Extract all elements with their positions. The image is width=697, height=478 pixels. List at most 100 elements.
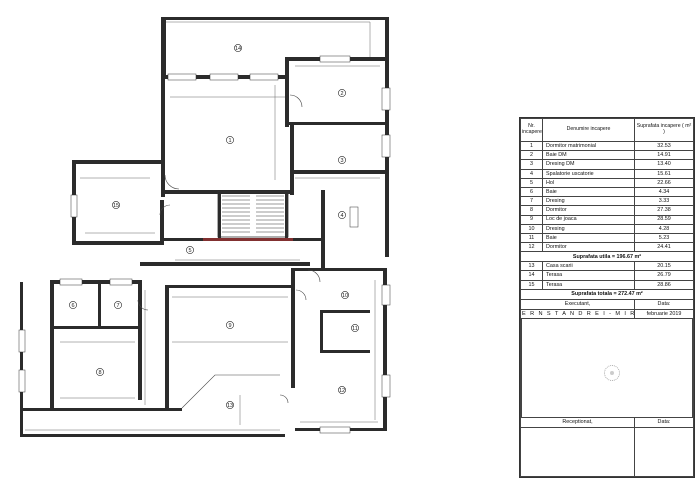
- stamp-seal: [604, 365, 620, 381]
- room-number-label: 7: [116, 303, 119, 309]
- cell-nr: 8: [520, 205, 543, 216]
- room-number-label: 5: [188, 248, 191, 254]
- room-number-label: 1: [228, 138, 231, 144]
- room-number-circle: [226, 401, 234, 409]
- staircase: [217, 191, 289, 240]
- cell-nr: 12: [520, 242, 543, 253]
- cell-nr: 3: [520, 159, 543, 170]
- cell-area: 28.86: [634, 279, 694, 290]
- room-number-label: 4: [340, 213, 343, 219]
- executant-name: E R N S T A N D R E I - M I R C E A: [520, 308, 635, 320]
- cell-name: Baie DM: [542, 150, 635, 161]
- cell-nr: 11: [520, 232, 543, 244]
- room-number-circle: [226, 136, 234, 144]
- cell-area: 28.59: [634, 214, 694, 225]
- receptionat-signature-area: [522, 429, 634, 476]
- room-number-label: 2: [340, 91, 343, 97]
- room-number-circle: [69, 301, 77, 309]
- cell-nr: 5: [520, 177, 543, 188]
- useful-area-total: Suprafata utila = 196.67 m²: [520, 251, 694, 263]
- room-number-label: 10: [342, 293, 348, 299]
- room-number-circle: [96, 368, 104, 376]
- signature-stamp-area: [521, 319, 693, 417]
- cell-name: Dresing: [542, 223, 635, 234]
- cell-nr: 15: [520, 279, 543, 290]
- room-number-label: 8: [98, 370, 101, 376]
- door-arcs: [137, 94, 321, 404]
- cell-area: 4.34: [634, 186, 694, 198]
- cell-name: Casa scarii: [542, 261, 635, 272]
- cell-name: Baie: [542, 232, 635, 244]
- executant-header-row: Executant, Data:: [520, 298, 694, 310]
- dimension-lines: [25, 65, 380, 431]
- windows: [18, 55, 391, 434]
- room-schedule-table: Nr. incapere Denumire incapere Suprafata…: [519, 117, 695, 478]
- cell-area: 22.66: [634, 177, 694, 188]
- room-number-label: 9: [228, 323, 231, 329]
- cell-name: Dormitor: [542, 242, 635, 253]
- cell-area: 20.15: [634, 261, 694, 272]
- room-number-label: 3: [340, 158, 343, 164]
- cell-nr: 1: [520, 140, 543, 152]
- cell-nr: 7: [520, 196, 543, 207]
- cell-name: Dresing DM: [542, 159, 635, 170]
- receptionat-date-area: [636, 429, 693, 476]
- header-name: Denumire incapere: [542, 118, 635, 142]
- cell-name: Terasa: [542, 279, 635, 290]
- room-number-circle: [338, 156, 346, 164]
- receptionat-header-row: Receptionat, Data:: [520, 417, 694, 428]
- cell-area: 4.28: [634, 223, 694, 234]
- cell-nr: 4: [520, 168, 543, 179]
- date-value: februarie 2019: [634, 308, 694, 320]
- cell-name: Hol: [542, 177, 635, 188]
- cell-area: 32.53: [634, 140, 694, 152]
- cell-area: 24.41: [634, 242, 694, 253]
- room-number-circle: [351, 324, 359, 332]
- grand-area-total: Suprafata totala = 272.47 m²: [520, 288, 694, 300]
- cell-nr: 13: [520, 261, 543, 272]
- cell-name: Dormitor: [542, 205, 635, 216]
- cell-name: Dormitor matrimonial: [542, 140, 635, 152]
- useful-area-row: Suprafata utila = 196.67 m²: [520, 251, 694, 263]
- cell-area: 3.33: [634, 196, 694, 207]
- room-number-circle: [186, 246, 194, 254]
- cell-area: 26.79: [634, 270, 694, 281]
- room-number-circle: [338, 386, 346, 394]
- header-nr: Nr. incapere: [520, 118, 543, 142]
- cell-name: Loc de joaca: [542, 214, 635, 225]
- room-number-circle: [338, 211, 346, 219]
- cell-nr: 6: [520, 186, 543, 198]
- date-label: Data:: [634, 298, 694, 310]
- room-number-circle: [338, 89, 346, 97]
- cell-area: 15.61: [634, 168, 694, 179]
- room-number-label: 15: [113, 203, 119, 209]
- cell-name: Terasa: [542, 270, 635, 281]
- room-number-circle: [112, 201, 120, 209]
- room-number-label: 14: [235, 46, 241, 52]
- grand-total-row: Suprafata totala = 272.47 m²: [520, 288, 694, 300]
- executant-row: E R N S T A N D R E I - M I R C E A febr…: [520, 308, 694, 320]
- cell-area: 13.40: [634, 159, 694, 170]
- cell-nr: 14: [520, 270, 543, 281]
- room-number-label: 11: [352, 326, 358, 332]
- signature-area-row: [520, 318, 694, 418]
- cell-nr: 10: [520, 223, 543, 234]
- room-number-label: 12: [339, 388, 345, 394]
